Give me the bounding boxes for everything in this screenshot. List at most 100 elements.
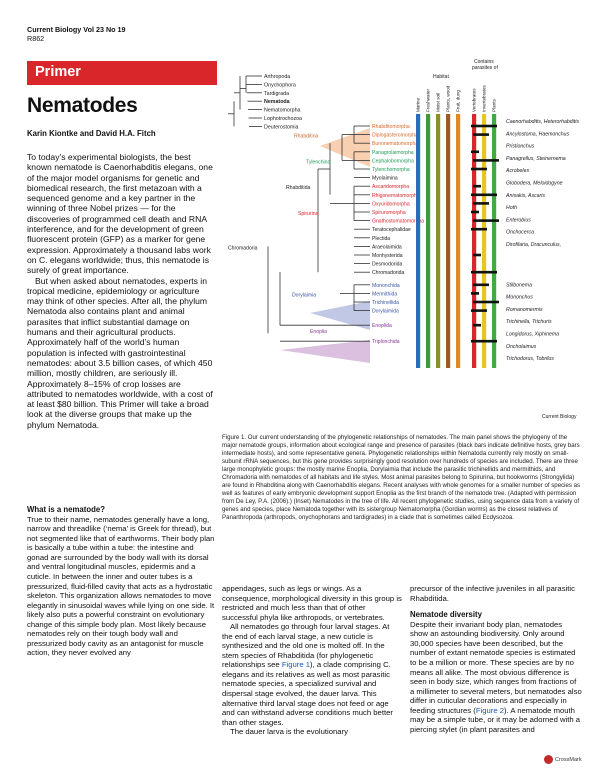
genus-label: Mononchus	[506, 295, 533, 301]
genus-label: Longidorus, Xiphinema	[506, 332, 559, 338]
host-bar	[473, 253, 481, 257]
clade-label-enoplia: Enoplia	[310, 329, 327, 335]
inset-taxon-label: Arthropoda	[264, 74, 290, 80]
dorylaimia-taxon: Mermithida	[372, 291, 397, 297]
tylenchina-taxon: Panagrolaimorpha	[372, 150, 414, 156]
tylenchina-taxon: Cephalobomorpha	[372, 158, 414, 164]
col3-p2-text-a: Despite their invariant body plan, nemat…	[410, 619, 582, 715]
col3-paragraph-1: precursor of the infective juveniles in …	[410, 584, 575, 603]
host-bar	[471, 150, 479, 154]
column-1-body: What is a nematode? True to their name, …	[27, 505, 217, 658]
genus-label: Dirofilaria, Dracunculus,	[506, 242, 561, 248]
col2-p2-text-a: All nematodes go through four larval sta…	[222, 622, 390, 670]
figure-credit: Current Biology	[542, 414, 577, 420]
genus-label: Trichodorus, Tobrilus	[506, 356, 554, 362]
attribute-column-habitat	[416, 114, 421, 368]
spirurina-taxon: Ascaridomorpha	[372, 184, 409, 190]
intro-paragraph-2: But when asked about nematodes, experts …	[27, 275, 213, 430]
attribute-column-habitat	[446, 114, 451, 368]
what-heading: What is a nematode?	[27, 505, 105, 514]
attribute-column-label: Plants, wood	[446, 85, 451, 112]
figure-caption: Figure 1. Our current understanding of t…	[222, 434, 582, 523]
host-bar	[473, 133, 489, 136]
host-bar	[471, 124, 497, 128]
rhabditina-shading	[320, 128, 370, 167]
article-title: Nematodes	[27, 94, 138, 117]
rhabditina-taxon: Bunonematomorpha	[372, 141, 418, 147]
attribute-column-label: Fruit, dung	[456, 90, 461, 112]
genus-label: Anisakis, Ascaris	[505, 193, 545, 199]
parasites-header: parasites of	[472, 65, 498, 71]
column-2-body: appendages, such as legs or wings. As a …	[222, 584, 402, 737]
host-bar	[471, 210, 479, 214]
attribute-column-label: Moist soil	[436, 93, 441, 112]
genus-label: Ancylostoma, Haemonchus	[505, 131, 570, 137]
journal-line: Current Biology Vol 23 No 19	[27, 25, 126, 34]
enoplia-shading	[280, 340, 370, 363]
genus-label: Pristionchus	[506, 144, 535, 150]
host-bar	[471, 339, 497, 343]
journal-header: Current Biology Vol 23 No 19 R862	[27, 25, 126, 43]
attribute-column-habitat	[426, 114, 431, 368]
page-number: R862	[27, 33, 45, 43]
spirurina-taxon: Oxyuridomorpha	[372, 201, 410, 207]
col2-paragraph-3: The dauer larva is the evolutionary	[230, 727, 348, 737]
tylenchina-taxon: Tylenchomorpha	[372, 167, 410, 173]
attribute-column-parasite	[472, 114, 477, 368]
genus-label: Stilbonema	[506, 282, 532, 288]
attribute-column-label: Invertebrates	[482, 84, 487, 112]
intro-paragraph-1: To today’s experimental biologists, the …	[27, 152, 213, 276]
inset-taxon-label: Nematomorpha	[264, 108, 301, 114]
rhabditina-taxon: Rhabditomorpha	[372, 124, 410, 130]
inset-taxon-label: Lophotrochozoa	[264, 116, 302, 122]
clade-label-tylenchina: Tylenchina	[306, 159, 331, 165]
host-bar	[471, 193, 497, 197]
attribute-column-label: Vertebrates	[472, 88, 477, 112]
dorylaimia-taxon: Trichinellida	[372, 300, 399, 306]
dorylaimia-taxon: Mononchida	[372, 283, 400, 289]
inset-taxon-label: Nematoda	[264, 99, 290, 105]
host-bar	[471, 309, 487, 312]
col2-paragraph-1: appendages, such as legs or wings. As a …	[222, 584, 402, 622]
intro-text: To today’s experimental biologists, the …	[27, 152, 217, 430]
crossmark-logo[interactable]: CrossMark	[544, 755, 582, 764]
host-bar	[473, 323, 481, 327]
genus-label: Hoth	[506, 205, 517, 211]
host-bar	[473, 283, 489, 287]
spirurina-taxon: Rhigonematomorpha	[372, 193, 420, 199]
spirurina-taxon: Gnathostomatomorpha	[372, 219, 424, 225]
genus-label: Oncholaimus	[506, 344, 537, 350]
enoplia-taxon: Triplonchida	[372, 339, 400, 345]
clade-label-dorylaimia: Dorylaimia	[292, 292, 316, 298]
clade-label-chromadoria: Chromadoria	[228, 245, 258, 251]
parasites-header: Contains	[474, 59, 494, 65]
caption-lead: Figure 1. Our current understanding of t…	[222, 434, 448, 441]
attribute-column-label: Plants	[492, 99, 497, 112]
attribute-column-parasite	[482, 114, 487, 368]
crossmark-label: CrossMark	[555, 756, 582, 763]
col3-paragraph-2: Despite their invariant body plan, nemat…	[410, 620, 582, 735]
genus-label: Onchocerca	[506, 230, 534, 236]
inset-taxon-label: Deuterostomia	[264, 124, 298, 130]
crossmark-icon	[544, 755, 553, 764]
inset-taxon-label: Onychophora	[264, 82, 296, 88]
phylogeny-figure: ArthropodaOnychophoraTardigradaNematodaN…	[228, 59, 579, 420]
genus-label: Globodera, Meloidogyne	[506, 181, 563, 187]
figure-1-link[interactable]: Figure 1	[281, 660, 311, 670]
article-authors: Karin Kiontke and David H.A. Fitch	[27, 129, 156, 138]
clade-label-spirurina: Spirurina	[298, 211, 319, 217]
attribute-column-habitat	[456, 114, 461, 368]
section-banner: Primer	[27, 61, 217, 85]
attribute-column-label: Freshwater	[426, 89, 431, 112]
figure-2-link[interactable]: Figure 2	[475, 705, 505, 715]
host-bar	[471, 227, 487, 231]
host-bar	[473, 219, 499, 222]
host-bar	[471, 167, 487, 171]
inset-taxon-label: Tardigrada	[264, 91, 289, 97]
chromadoria-taxon: Chromadorida	[372, 270, 404, 276]
chromadoria-taxon: Teratocephalidae	[372, 227, 411, 233]
genus-label: Romanomermis	[506, 307, 543, 313]
host-bar	[471, 270, 497, 274]
column-3-body: precursor of the infective juveniles in …	[410, 584, 582, 734]
